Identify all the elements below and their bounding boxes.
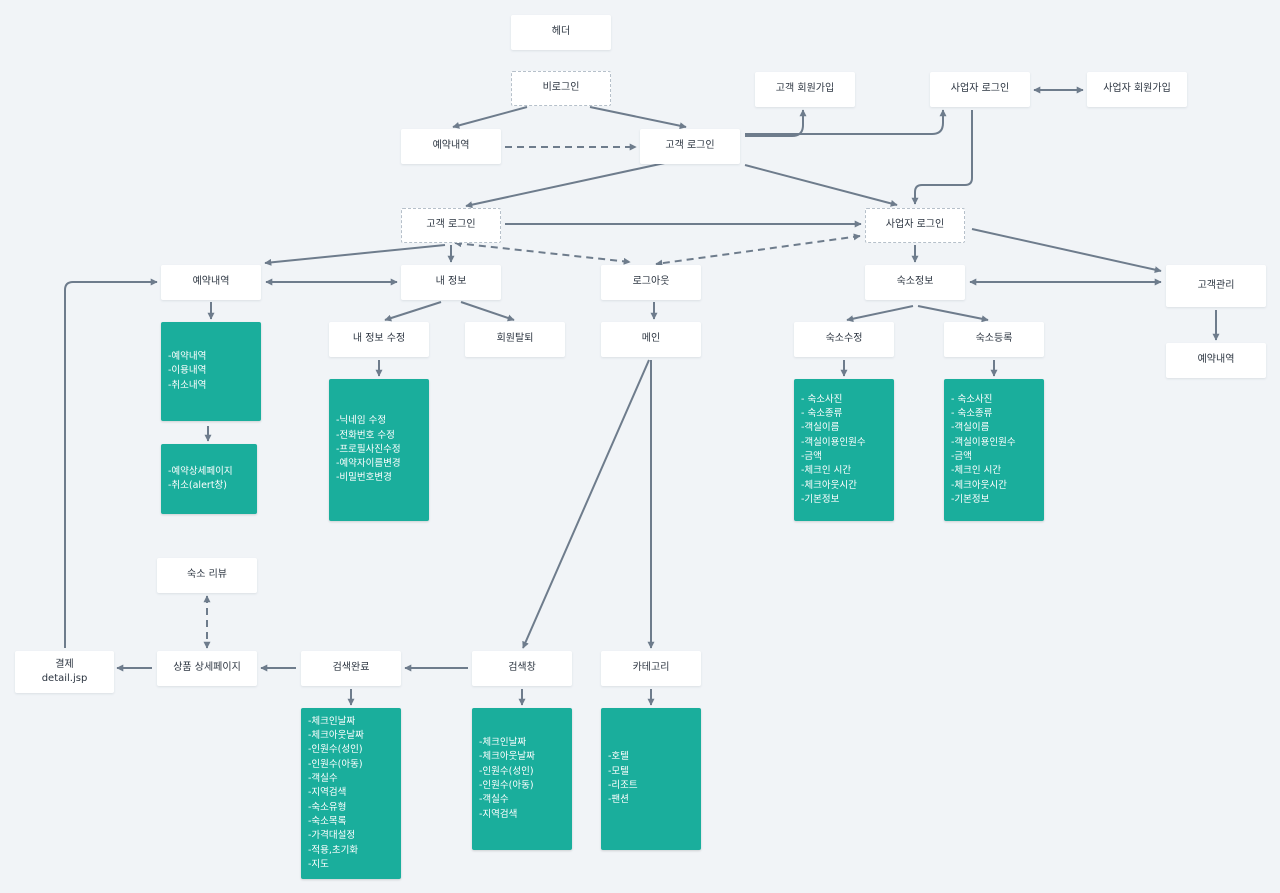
box-item: -모텔 [608, 765, 629, 777]
product-detail-node: 상품 상세페이지 [157, 651, 257, 686]
box-item: -인원수(성인) [479, 765, 534, 777]
edge-lodginginfo-register [917, 305, 989, 323]
non-login-node: 비로그인 [511, 71, 611, 106]
edge-customerlogin-bizlogin [745, 109, 947, 135]
search-complete-node: 검색완료 [301, 651, 401, 686]
edge-lodginginfo-edit [846, 305, 914, 323]
edge-main-searchbar [522, 359, 650, 649]
box-item: -전화번호 수정 [336, 429, 395, 441]
customer-signup-node: 고객 회원가입 [755, 72, 855, 107]
box-item: -숙소목록 [308, 815, 347, 827]
management-reservation-node: 예약내역 [1166, 343, 1266, 378]
box-item: -체크아웃시간 [801, 479, 857, 491]
edge-myinfo-withdraw [460, 301, 515, 322]
box-item: -객실이름 [801, 422, 840, 434]
withdraw-node: 회원탈퇴 [465, 322, 565, 357]
lodging-register-box: - 숙소사진 - 숙소종류 -객실이름 -객실이용인원수 -금액 -체크인 시간… [944, 379, 1044, 521]
header-node: 헤더 [511, 15, 611, 50]
my-info-node: 내 정보 [401, 265, 501, 300]
my-info-edit-node: 내 정보 수정 [329, 322, 429, 357]
box-item: -체크아웃날짜 [479, 751, 535, 763]
box-item: -인원수(성인) [308, 744, 363, 756]
lodging-edit-node: 숙소수정 [794, 322, 894, 357]
box-item: -인원수(아동) [308, 758, 363, 770]
lodging-review-node: 숙소 리뷰 [157, 558, 257, 593]
my-info-edit-box: -닉네임 수정 -전화번호 수정 -프로필사진수정 -예약자이름변경 -비밀번호… [329, 379, 429, 521]
search-bar-box: -체크인날짜 -체크아웃날짜 -인원수(성인) -인원수(아동) -객실수 -지… [472, 708, 572, 850]
box-item: -닉네임 수정 [336, 415, 387, 427]
edge-customerlogin-logout-dash [454, 240, 631, 265]
top-customer-login-node: 고객 로그인 [640, 129, 740, 164]
box-item: -예약상세페이지 [168, 465, 233, 477]
search-complete-box: -체크인날짜 -체크아웃날짜 -인원수(성인) -인원수(아동) -객실수 -지… [301, 708, 401, 879]
box-item: -리조트 [608, 780, 638, 791]
edge-toplogin-bizlogin [744, 164, 898, 207]
edge-customerlogin-reservation [264, 244, 446, 266]
category-box: -호텔 -모텔 -리조트 -팬션 [601, 708, 701, 850]
lodging-edit-box: - 숙소사진 - 숙소종류 -객실이름 -객실이용인원수 -금액 -체크인 시간… [794, 379, 894, 521]
edge-bizlogin-logout-dash [655, 233, 861, 267]
box-item: -비밀번호변경 [336, 472, 392, 484]
box-item: -기본정보 [951, 493, 990, 505]
reservation-detail-box: -예약내역 -이용내역 -취소내역 [161, 322, 261, 421]
payment-node: 결제 detail.jsp [15, 651, 114, 693]
box-item: -금액 [801, 451, 822, 462]
box-item: -호텔 [608, 751, 629, 763]
box-item: -객실이용인원수 [951, 436, 1016, 448]
box-item: -금액 [951, 451, 972, 462]
edge-customerlogin-signup [745, 109, 807, 137]
reservation-node: 예약내역 [161, 265, 261, 300]
lodging-info-node: 숙소정보 [865, 265, 965, 300]
box-item: -이용내역 [168, 365, 207, 377]
box-item: -체크인 시간 [951, 465, 1002, 477]
box-item: -적용,초기화 [308, 844, 359, 856]
main-node: 메인 [601, 322, 701, 357]
box-item: - 숙소종류 [951, 408, 993, 420]
box-item: -체크인날짜 [479, 737, 527, 749]
edge-payment-reservation [64, 278, 158, 648]
edge-bizlogin-down [911, 110, 973, 205]
box-item: -예약내역 [168, 351, 207, 363]
box-item: - 숙소사진 [951, 393, 993, 405]
box-item: - 숙소사진 [801, 393, 843, 405]
customer-management-node: 고객관리 [1166, 265, 1266, 307]
box-item: -팬션 [608, 794, 629, 806]
box-item: -인원수(아동) [479, 780, 534, 791]
box-item: -객실이용인원수 [801, 436, 866, 448]
box-item: -체크아웃날짜 [308, 730, 364, 742]
box-item: -취소내역 [168, 379, 207, 391]
box-item: -객실수 [479, 794, 509, 806]
box-item: -객실이름 [951, 422, 990, 434]
edge-nonlogin-reservation [452, 106, 528, 129]
logout-node: 로그아웃 [601, 265, 701, 300]
lodging-register-node: 숙소등록 [944, 322, 1044, 357]
reservation-action-box: -예약상세페이지 -취소(alert창) [161, 444, 257, 514]
box-item: -예약자이름변경 [336, 458, 401, 470]
box-item: -지도 [308, 858, 329, 870]
top-business-login-node: 사업자 로그인 [930, 72, 1030, 107]
business-signup-node: 사업자 회원가입 [1087, 72, 1187, 107]
box-item: -취소(alert창) [168, 480, 227, 491]
box-item: -숙소유형 [308, 801, 347, 813]
category-node: 카테고리 [601, 651, 701, 686]
edge-myinfo-edit [384, 301, 442, 322]
search-bar-node: 검색창 [472, 651, 572, 686]
box-item: -체크아웃시간 [951, 479, 1007, 491]
box-item: -지역검색 [308, 787, 347, 799]
edge-toplogin-customerlogin [465, 155, 698, 209]
box-item: -체크인날짜 [308, 715, 356, 727]
edge-nonlogin-customerlogin [589, 106, 687, 130]
box-item: -가격대설정 [308, 830, 356, 842]
box-item: -체크인 시간 [801, 465, 852, 477]
box-item: -객실수 [308, 773, 338, 785]
customer-login-node: 고객 로그인 [401, 208, 501, 243]
edge-bizlogin-customermgmt [971, 228, 1162, 274]
box-item: -지역검색 [479, 808, 518, 820]
box-item: - 숙소종류 [801, 408, 843, 420]
top-reservation-node: 예약내역 [401, 129, 501, 164]
box-item: -기본정보 [801, 493, 840, 505]
box-item: -프로필사진수정 [336, 443, 401, 455]
business-login-node: 사업자 로그인 [865, 208, 965, 243]
